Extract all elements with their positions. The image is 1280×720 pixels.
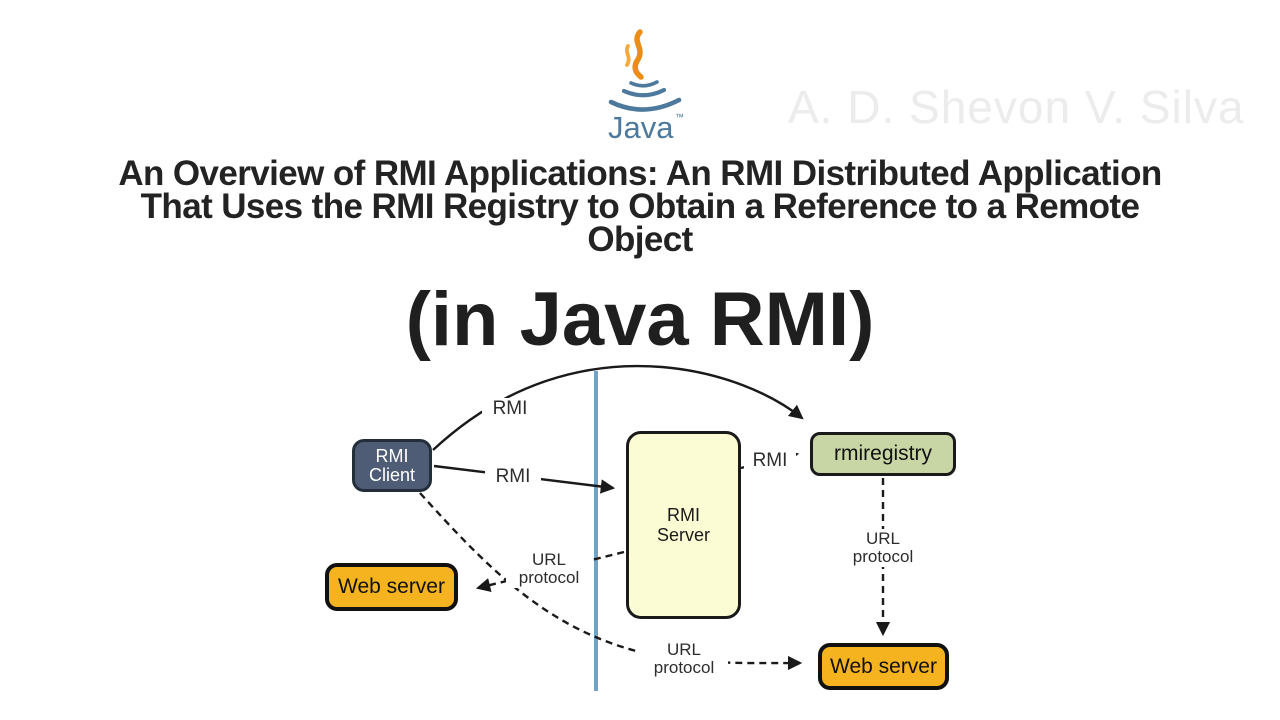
rmiregistry-box: rmiregistry <box>810 432 956 476</box>
rmi-client-box: RMI Client <box>352 439 432 492</box>
edge-label-rmi-top: RMI <box>482 398 538 420</box>
edge-label-rmi-right: RMI <box>744 450 796 472</box>
rmi-server-label-line-2: Server <box>656 525 710 545</box>
edge-label-url-left-line-2: protocol <box>518 568 580 587</box>
rmi-server-box: RMI Server <box>626 431 741 619</box>
edge-label-url-protocol-left: URL protocol <box>506 550 592 588</box>
slide-title-line-3: Object <box>587 220 693 259</box>
client-server-divider-line <box>594 371 598 691</box>
java-flame-icon <box>624 29 644 80</box>
edge-label-url-bottom-line-2: protocol <box>653 658 715 677</box>
edge-label-url-registry-line-1: URL <box>865 529 900 548</box>
java-logo-text: Java <box>608 110 674 145</box>
web-server-right-label: Web server <box>830 654 937 678</box>
edge-label-url-registry-line-2: protocol <box>852 547 914 566</box>
web-server-right-box: Web server <box>818 643 949 690</box>
edge-label-url-bottom-line-1: URL <box>666 640 701 659</box>
rmi-client-label-line-2: Client <box>368 464 416 485</box>
edge-label-url-left-line-1: URL <box>531 550 566 569</box>
java-cup-swirls-icon <box>608 80 682 112</box>
slide-title-line-1: An Overview of RMI Applications: An RMI … <box>118 154 1162 193</box>
rmiregistry-label: rmiregistry <box>834 442 932 465</box>
java-logo-trademark: ™ <box>675 112 684 122</box>
rmi-client-label-line-1: RMI <box>375 445 409 466</box>
rmi-server-label-line-1: RMI <box>667 505 700 525</box>
arrow-url-client-to-web-right <box>419 492 803 671</box>
author-watermark: A. D. Shevon V. Silva <box>788 81 1245 133</box>
edge-label-url-protocol-registry: URL protocol <box>840 529 926 567</box>
java-logo: Java ™ <box>608 29 684 145</box>
edge-label-rmi-mid: RMI <box>485 466 541 488</box>
web-server-left-label: Web server <box>338 575 445 598</box>
slide-subtitle: (in Java RMI) <box>405 277 875 362</box>
edge-label-url-protocol-bottom: URL protocol <box>640 640 728 678</box>
slide-title-line-2: That Uses the RMI Registry to Obtain a R… <box>140 187 1140 226</box>
slide-title: An Overview of RMI Applications: An RMI … <box>0 154 1280 259</box>
web-server-left-box: Web server <box>325 563 458 611</box>
